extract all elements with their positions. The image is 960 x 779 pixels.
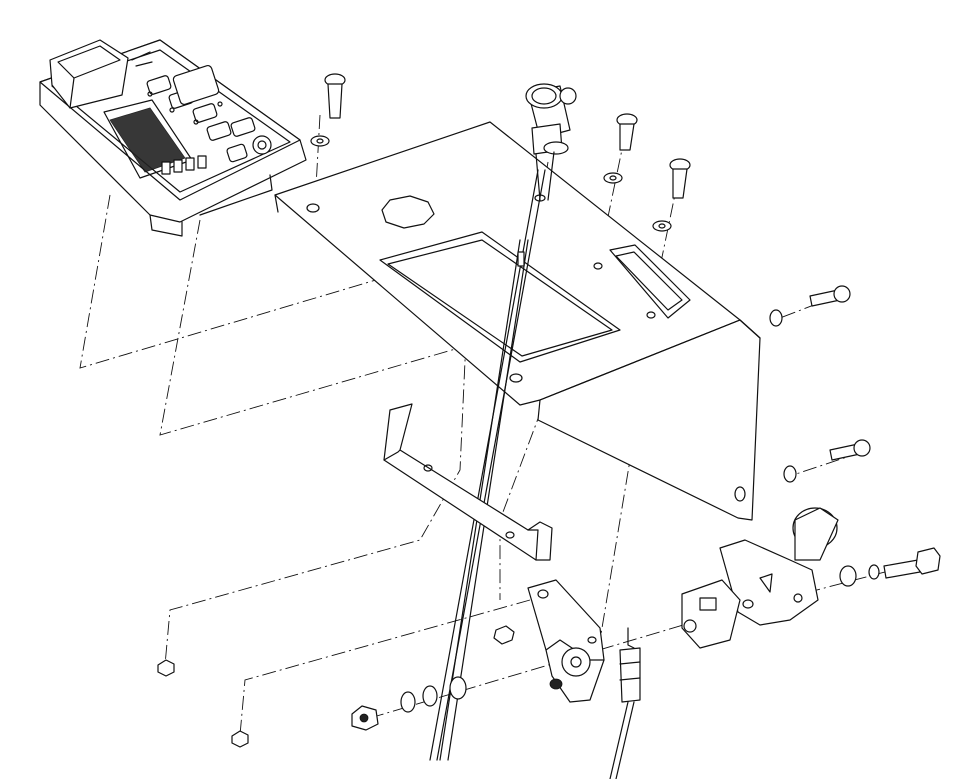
bolt-hole [509,373,523,383]
bolt-hole [734,486,746,502]
panel-button [230,117,256,137]
bolt [883,559,921,579]
panel-button [226,143,248,163]
panel-button [146,75,172,95]
throttle-cam [681,579,741,649]
bolt-head [915,547,941,575]
mounting-bracket [274,121,761,521]
right-bolt-stack [839,547,941,587]
panel-knob [252,135,272,155]
control-panel [39,39,307,237]
nut [231,730,249,748]
screws [310,73,691,232]
throttle-lever-plate [719,507,839,626]
lower-hardware [157,625,515,748]
washer [783,465,797,483]
washer [422,685,438,707]
lock-washer [868,564,880,580]
u-bracket [383,403,553,561]
washer [310,135,330,147]
washer [839,565,857,587]
bolt-hole [646,311,656,319]
panel-switch [173,159,183,173]
nut [493,625,515,645]
rod-connector [517,251,525,267]
washer [603,172,623,184]
side-bolts [769,285,871,483]
throttle-cable [609,627,641,779]
panel-switch [185,157,195,171]
ignition-key-switch [525,83,577,201]
throttle-bracket [527,579,605,703]
key [559,87,577,105]
panel-switch [197,155,207,169]
bolt-hole [306,203,320,213]
panel-switch [161,161,171,175]
screw [652,158,691,232]
bolt-hole [593,262,603,270]
washer [769,309,783,327]
washer [449,676,467,700]
nut [157,659,175,677]
screw [310,73,346,147]
cam-slot [699,597,717,611]
panel-button [206,121,232,141]
washer [400,691,416,713]
nut [549,678,563,690]
panel-keypad [172,64,220,106]
switch-nut [543,141,569,155]
washer [652,220,672,232]
panel-button [192,103,218,123]
screw [603,113,638,184]
